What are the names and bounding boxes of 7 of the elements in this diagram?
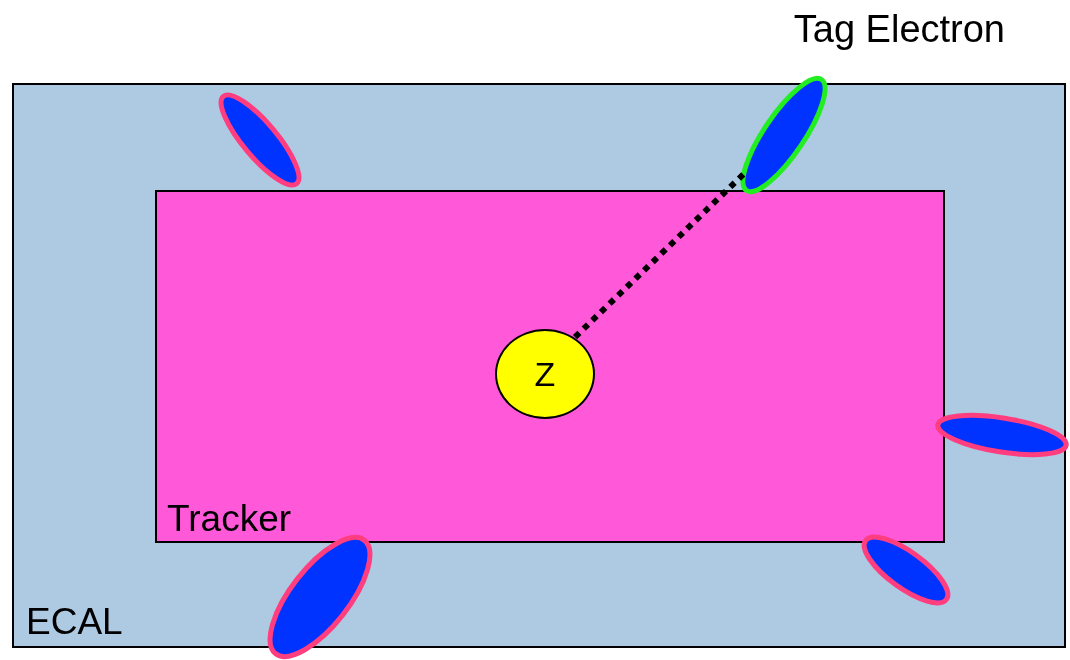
connector-line <box>572 171 746 340</box>
cluster-label: Tag Electron <box>793 7 1005 52</box>
region-label: ECAL <box>26 603 123 640</box>
detector-region <box>12 83 1066 648</box>
region-label: Tracker <box>167 500 292 537</box>
detector-region <box>155 190 945 543</box>
particle-label: Z <box>534 357 556 391</box>
